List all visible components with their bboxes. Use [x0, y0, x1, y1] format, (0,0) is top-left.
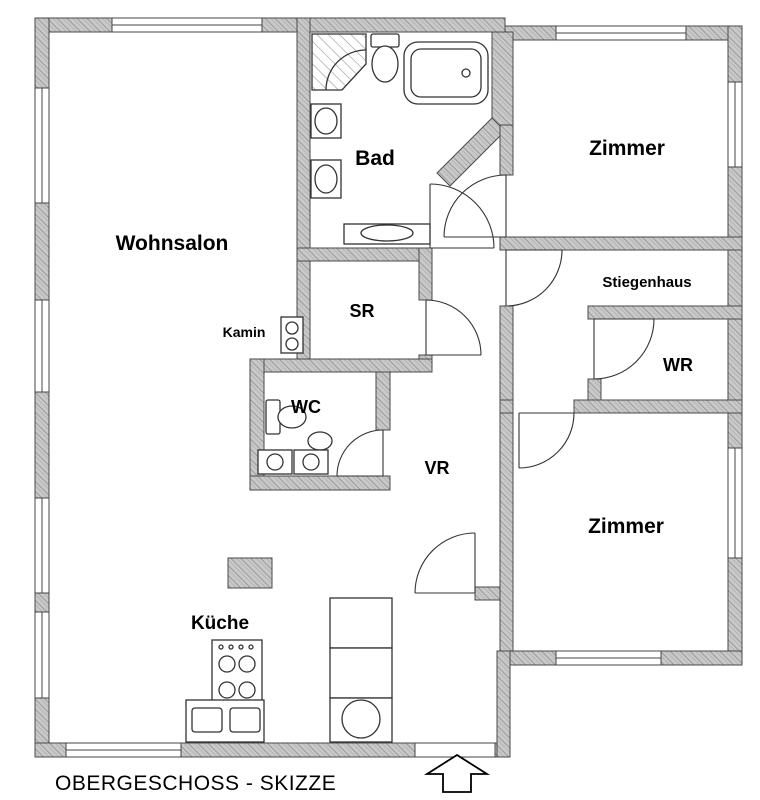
kitchen-sink-icon [185, 699, 265, 743]
doors [336, 174, 655, 594]
bidet-icon [310, 159, 342, 199]
wall-segment [573, 399, 743, 414]
door-swing-sr [425, 299, 482, 356]
door-swing-zimmer-bottom [518, 412, 575, 469]
wall-segment [587, 378, 602, 401]
window [111, 17, 263, 33]
bathtub-icon [403, 41, 489, 105]
wall-segment [499, 399, 514, 414]
wall-segment [474, 586, 501, 601]
room-label-zimmer-top: Zimmer [589, 137, 665, 160]
room-label-vr: VR [424, 458, 449, 478]
room-labels: Wohnsalon Bad Zimmer Stiegenhaus WR SR K… [116, 137, 693, 634]
stove-icon [211, 639, 263, 705]
wall-segment [496, 650, 511, 758]
washer-icon [257, 449, 293, 475]
chimney-pillar [227, 557, 273, 589]
room-label-kueche: Küche [191, 613, 249, 634]
wall-segment [499, 124, 514, 176]
wc-toilet-icon [265, 399, 307, 435]
window [555, 650, 662, 666]
wall-segment [249, 475, 391, 491]
plan-title: OBERGESCHOSS - SKIZZE [55, 772, 336, 795]
room-label-bad: Bad [355, 147, 395, 170]
room-label-zimmer-bottom: Zimmer [588, 515, 664, 538]
window [727, 81, 743, 168]
wall-segment [499, 412, 514, 652]
window [555, 25, 687, 41]
door-swing-stiegenhaus [505, 249, 563, 307]
wall-segment [499, 305, 514, 401]
dryer-icon [293, 449, 329, 475]
wall-segment [491, 31, 514, 126]
door-swing-zimmer-top [443, 174, 507, 238]
room-label-kamin: Kamin [223, 324, 266, 340]
toilet-icon [370, 33, 400, 83]
wall-segment [375, 371, 391, 431]
wc-sink-icon [307, 431, 333, 451]
window [727, 447, 743, 559]
window [65, 742, 182, 758]
room-label-wohnsalon: Wohnsalon [116, 232, 229, 255]
sink-icon [310, 103, 342, 139]
fixtures [185, 33, 489, 743]
wall-segment [249, 358, 433, 373]
room-label-sr: SR [349, 301, 374, 321]
room-label-wc: WC [291, 397, 321, 417]
vanity-sink-icon [343, 223, 431, 245]
wall-segment [499, 236, 743, 251]
kitchen-counter-icon [329, 597, 393, 743]
window [34, 611, 50, 699]
fireplace-icon [280, 316, 304, 354]
door-swing-hall [414, 532, 476, 594]
window [34, 497, 50, 594]
window [34, 87, 50, 204]
door-swing-wc [336, 429, 384, 477]
up-arrow-icon [423, 753, 491, 793]
wall-segment [587, 305, 743, 320]
room-label-wr: WR [663, 355, 693, 375]
room-label-stiegenhaus: Stiegenhaus [602, 274, 691, 291]
door-swing-wr [593, 318, 655, 380]
wall-segment [296, 247, 433, 262]
entry-opening [414, 742, 496, 758]
wall-segment [34, 17, 506, 33]
corner-shower-icon [311, 33, 367, 91]
window [34, 299, 50, 393]
windows [34, 17, 743, 758]
wall-segment [418, 247, 433, 301]
